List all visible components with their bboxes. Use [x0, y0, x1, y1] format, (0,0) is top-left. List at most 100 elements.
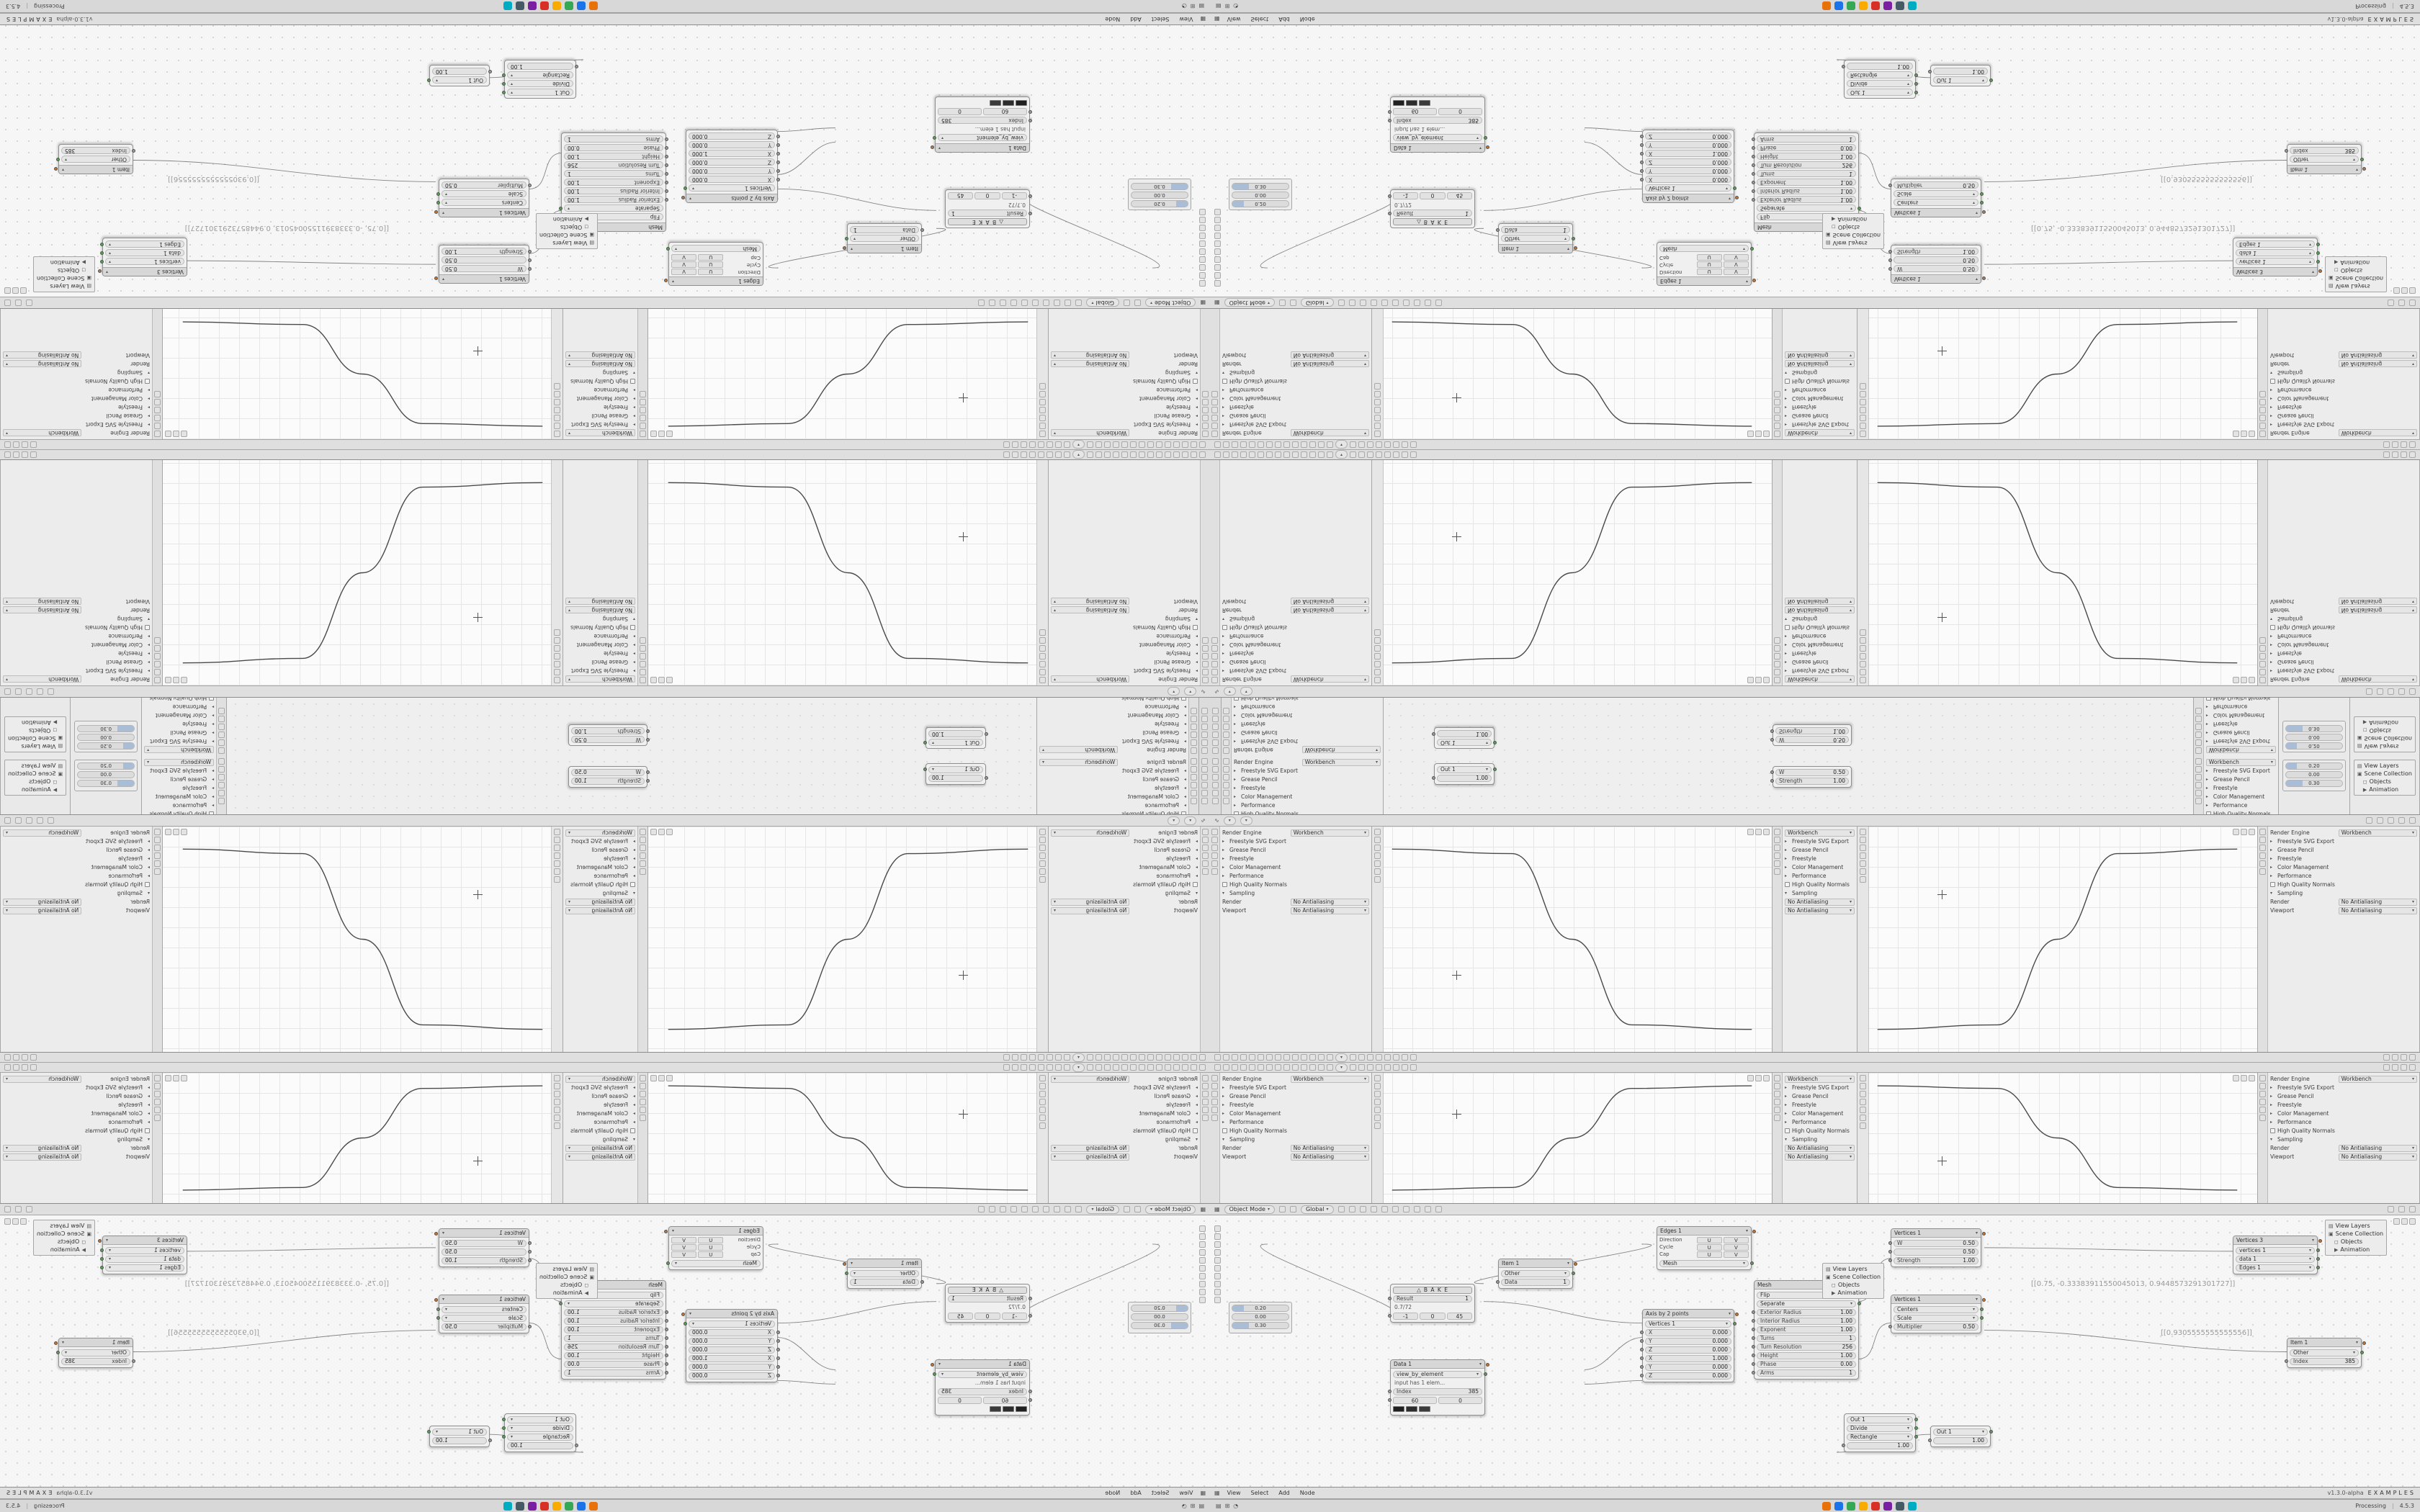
object-mode-dropdown[interactable]: Object Mode▾: [1145, 298, 1196, 307]
tool-button[interactable]: [1214, 280, 1221, 287]
header-button[interactable]: [1113, 451, 1119, 458]
socket-input[interactable]: [665, 146, 668, 150]
header-button[interactable]: [2409, 1054, 2416, 1061]
socket-input[interactable]: [2285, 149, 2288, 153]
table-cell[interactable]: V: [1723, 1237, 1749, 1243]
outliner-item-objects[interactable]: ◻Objects: [539, 223, 594, 231]
prop-row[interactable]: ▸Color Management: [2270, 1110, 2417, 1117]
socket-input[interactable]: [776, 161, 780, 164]
graph-ruler-button[interactable]: [1860, 415, 1866, 421]
tool-button[interactable]: [1199, 272, 1206, 279]
node-header[interactable]: Vertices 1▾: [1891, 274, 1986, 283]
header-button[interactable]: [4, 451, 11, 458]
socket-input[interactable]: [665, 155, 668, 158]
header-button[interactable]: [1130, 441, 1137, 448]
socket-input[interactable]: [776, 1374, 780, 1377]
header-button[interactable]: [2366, 817, 2372, 824]
socket-output[interactable]: [933, 136, 936, 140]
node-dropdown[interactable]: Mesh▾: [1659, 245, 1749, 253]
prop-row[interactable]: ▸Grease Pencil: [3, 846, 150, 854]
graph-ruler-button[interactable]: [554, 669, 560, 675]
node-dropdown[interactable]: Edges 1▾: [2236, 1264, 2315, 1272]
socket-output[interactable]: [1574, 1262, 1577, 1266]
editor-icon-button[interactable]: [218, 782, 225, 788]
node-row[interactable]: Centers▾: [1894, 199, 1984, 207]
graph-ruler-button[interactable]: [1860, 383, 1866, 390]
header-button[interactable]: [1266, 441, 1273, 448]
prop-row[interactable]: High Quality Normals: [3, 881, 150, 888]
header-button[interactable]: [1258, 451, 1264, 458]
header-button[interactable]: [22, 1064, 28, 1071]
prop-row[interactable]: High Quality Normals: [1051, 881, 1198, 888]
header-button[interactable]: [4, 441, 11, 448]
prop-row[interactable]: ▸Performance: [2206, 703, 2276, 711]
header-button[interactable]: [1223, 451, 1229, 458]
header-button[interactable]: [1156, 451, 1162, 458]
graph-ruler-button[interactable]: [1374, 868, 1381, 875]
node-row[interactable]: data 1▾: [2236, 249, 2320, 257]
graph-ruler-button[interactable]: [1860, 407, 1866, 413]
editor-icon-button[interactable]: [1201, 766, 1208, 773]
prop-row[interactable]: ▸Performance: [2270, 872, 2417, 880]
graph-ruler-button[interactable]: [1374, 829, 1381, 835]
prop-row[interactable]: ▸Grease Pencil: [1222, 846, 1369, 854]
header-button[interactable]: [1113, 1064, 1119, 1071]
editor-icon-button[interactable]: [1211, 391, 1218, 397]
header-button[interactable]: [2392, 451, 2398, 458]
socket-input[interactable]: [1640, 161, 1644, 164]
node-row[interactable]: Edges 1▾: [100, 1264, 184, 1272]
header-button[interactable]: [1028, 1064, 1036, 1071]
header-button[interactable]: [1223, 1064, 1229, 1071]
prop-row[interactable]: ▸Freestyle SVG Export: [1051, 667, 1198, 675]
node-row[interactable]: 1.00: [928, 774, 988, 782]
prop-row[interactable]: ▸Freestyle: [1222, 649, 1369, 657]
socket-output[interactable]: [436, 1308, 440, 1311]
outliner-item-objects[interactable]: ◻Objects: [37, 266, 91, 274]
node-header[interactable]: Edges 1▾: [1657, 276, 1756, 285]
number-cell[interactable]: 60: [1393, 1396, 1437, 1404]
socket-output[interactable]: [2362, 167, 2366, 171]
socket-output[interactable]: [1980, 192, 1984, 196]
prop-row[interactable]: ▸Performance: [1234, 801, 1381, 809]
graph-ruler-button[interactable]: [554, 677, 560, 683]
header-button[interactable]: [1121, 1054, 1128, 1061]
prop-row[interactable]: ▸Freestyle SVG Export: [144, 767, 214, 775]
graph-ruler-button[interactable]: [554, 845, 560, 851]
node-dropdown[interactable]: data 1▾: [105, 1255, 184, 1263]
header-button[interactable]: [1139, 441, 1145, 448]
editor-icon-button[interactable]: [1202, 391, 1209, 397]
outliner-item-view-layers[interactable]: ▤View Layers: [539, 239, 594, 247]
value-slider[interactable]: 0.00: [1232, 192, 1289, 199]
prop-row[interactable]: ▸Performance: [565, 872, 635, 880]
header-button[interactable]: [2383, 441, 2390, 448]
prop-row[interactable]: ▾Sampling: [1222, 615, 1369, 623]
editor-icon-button[interactable]: [154, 677, 161, 683]
menu-select[interactable]: Select: [1151, 16, 1170, 22]
outliner-item-scene-collection[interactable]: ▣Scene Collection: [2329, 274, 2383, 282]
header-button[interactable]: [1370, 1206, 1377, 1212]
prop-row[interactable]: ▸Performance: [3, 632, 150, 640]
editor-icon-button[interactable]: [1211, 415, 1218, 421]
socket-input[interactable]: [646, 738, 650, 742]
prop-dropdown[interactable]: No Antialiasing▾: [1051, 906, 1130, 914]
socket-input[interactable]: [646, 729, 650, 733]
outliner-item-objects[interactable]: ◻Objects: [2357, 778, 2412, 786]
node-row[interactable]: △B A K E: [948, 1286, 1027, 1294]
checkbox[interactable]: [1222, 379, 1227, 384]
